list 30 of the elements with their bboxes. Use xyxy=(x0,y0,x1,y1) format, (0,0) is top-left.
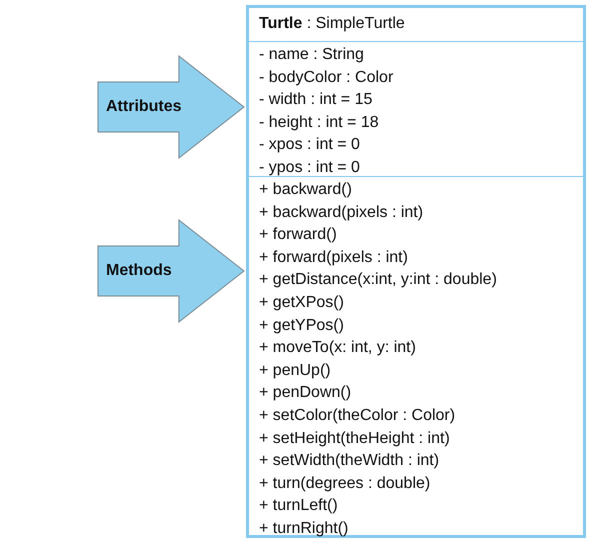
method-text: + getYPos() xyxy=(258,316,344,336)
method-text: + forward(pixels : int) xyxy=(258,248,408,268)
attributes-compartment xyxy=(249,41,583,176)
method-text: + getXPos() xyxy=(258,292,344,313)
attribute-text: - xpos : int = 0 xyxy=(258,135,360,156)
arrow-label: Attributes xyxy=(106,98,182,116)
method-text: + setWidth(theWidth : int) xyxy=(258,451,440,472)
method-text: + setColor(theColor : Color) xyxy=(258,406,456,426)
method-text: + setHeight(theHeight : int) xyxy=(258,428,450,449)
method-text: + penUp() xyxy=(258,360,331,381)
method-text: + turnLeft() xyxy=(258,496,338,516)
method-text: + moveTo(x: int, y: int) xyxy=(258,338,416,358)
method-text: + turnRight() xyxy=(258,518,348,539)
class-name: Turtle : SimpleTurtle xyxy=(258,14,405,34)
attribute-text: - height : int = 18 xyxy=(258,112,379,133)
method-text: + turn(degrees : double) xyxy=(258,474,430,494)
arrow-label: Methods xyxy=(106,262,172,280)
attribute-text: - bodyColor : Color xyxy=(258,68,394,88)
class-box xyxy=(246,5,586,538)
method-text: + getDistance(x:int, y:int : double) xyxy=(258,270,497,290)
block-arrow xyxy=(96,219,246,323)
attribute-text: - ypos : int = 0 xyxy=(258,158,360,178)
method-text: + forward() xyxy=(258,225,337,246)
method-text: + backward() xyxy=(258,180,352,200)
methods-compartment xyxy=(249,176,583,538)
method-text: + penDown() xyxy=(258,383,352,404)
method-text: + backward(pixels : int) xyxy=(258,202,424,223)
attribute-text: - width : int = 15 xyxy=(258,90,372,110)
attribute-text: - name : String xyxy=(258,45,364,65)
block-arrow xyxy=(96,55,246,159)
